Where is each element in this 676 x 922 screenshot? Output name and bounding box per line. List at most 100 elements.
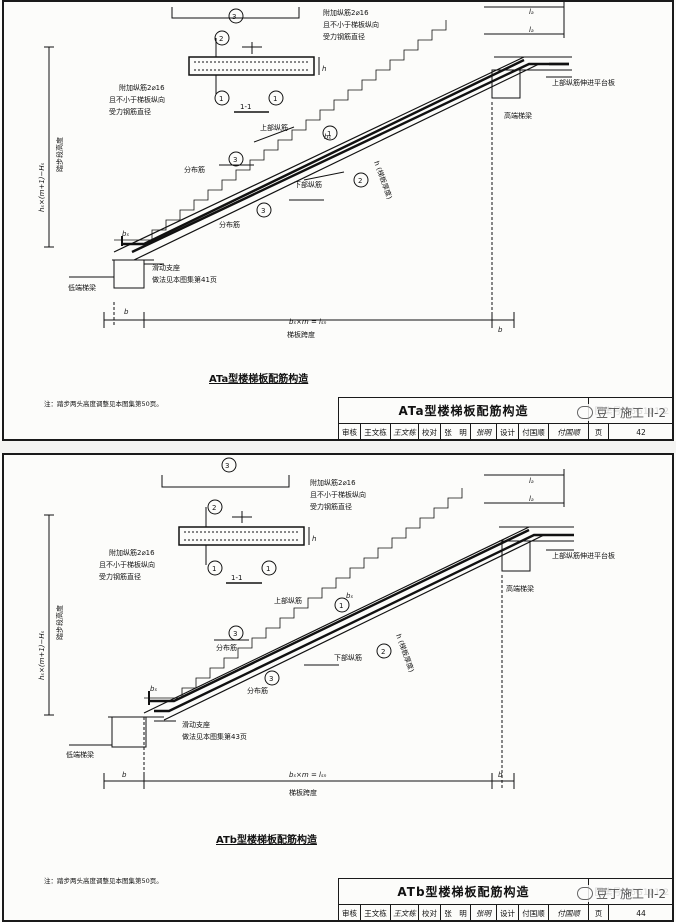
page-number: 42 <box>636 427 646 437</box>
watermark-suffix: II-2 <box>646 405 666 420</box>
mark-2a: 2 <box>219 35 223 43</box>
bar-3-outline <box>171 7 300 19</box>
thickness-label: h (梯板厚度) <box>372 160 394 201</box>
low-beam-label: 低端梯梁 <box>68 283 96 292</box>
support-note: 做法见本图集第41页 <box>152 275 217 284</box>
design-name: 付国顺 <box>519 424 549 439</box>
dim-h-section-b: h <box>312 535 316 543</box>
span-label: 梯板跨度 <box>287 330 315 339</box>
height-label-b: 踏步段高度 <box>55 605 64 640</box>
dist-bar-label-2-b: 分布筋 <box>247 686 268 695</box>
add-bar-label-4: 附加纵筋2⌀16 <box>119 83 165 92</box>
dim-la2: lₐ <box>529 26 534 34</box>
add-bar-label-4-b: 附加纵筋2⌀16 <box>109 548 155 557</box>
section-slab-b <box>178 526 305 546</box>
wechat-icon-b <box>576 887 593 900</box>
design-label-b: 设计 <box>497 905 519 920</box>
dim-bs-mid-b: bₛ <box>346 592 353 600</box>
sliding-label-b: 滑动支座 <box>182 720 210 729</box>
mark-3a: 3 <box>232 13 236 21</box>
add-bar-label-5-b: 且不小于梯板纵向 <box>99 560 155 569</box>
check-label: 校对 <box>419 424 441 439</box>
mark-1b-b: 1 <box>266 565 270 573</box>
stair-rebar-drawing-b: 3 2 1 1 3 1 3 2 附加纵筋2⌀16 且不小于梯板纵向 受力钢筋直径… <box>38 457 615 797</box>
page-label: 页 <box>589 424 609 439</box>
figure-note-b: 注：踏步两头高度调整见本图集第50页。 <box>44 877 163 885</box>
dim-la1-b: lₐ <box>529 477 534 485</box>
sheet-gap <box>0 441 676 453</box>
watermark: 豆丁施工 II-2 <box>574 404 668 421</box>
mark-2b: 2 <box>358 177 362 185</box>
stair-rebar-drawing: 3 2 1 1 3 1 3 2 附加纵筋2⌀16 且不小于梯板纵向 受力钢筋直径… <box>38 2 615 339</box>
section-label-b: 1-1 <box>231 574 242 582</box>
upper-rebar <box>131 62 569 254</box>
low-beam-b <box>111 716 147 748</box>
upper-bar-label-b: 上部纵筋 <box>274 596 302 605</box>
mark-1c: 1 <box>327 130 331 138</box>
high-beam-label: 高端梯梁 <box>504 111 532 120</box>
dim-la2-b: lₐ <box>529 495 534 503</box>
thickness-label-b: h (梯板厚度) <box>394 633 416 674</box>
dim-la1: lₐ <box>529 8 534 16</box>
title-block-signatures-b: 审核 王文栋 王文栋 校对 张 明 张明 设计 付国顺 付国顺 页 44 <box>339 905 672 920</box>
mark-1a: 1 <box>219 95 223 103</box>
bar-3-outline-b <box>161 475 290 488</box>
review-label: 审核 <box>339 424 361 439</box>
low-beam-label-b: 低端梯梁 <box>66 750 94 759</box>
add-bar-label-1-b: 附加纵筋2⌀16 <box>310 478 356 487</box>
mark-2a-b: 2 <box>212 504 216 512</box>
watermark-b: 豆丁施工 II-2 <box>574 885 668 902</box>
add-bar-label-2-b: 且不小于梯板纵向 <box>310 490 366 499</box>
lower-bar-label: 下部纵筋 <box>294 180 322 189</box>
add-bar-label-6: 受力钢筋直径 <box>109 107 151 116</box>
add-bar-label-1: 附加纵筋2⌀16 <box>323 8 369 17</box>
add-bar-label-5: 且不小于梯板纵向 <box>109 95 165 104</box>
low-beam <box>113 259 145 289</box>
mark-3b-b: 3 <box>233 630 237 638</box>
review-label-b: 审核 <box>339 905 361 920</box>
add-bar-label-6-b: 受力钢筋直径 <box>99 572 141 581</box>
mark-3c-b: 3 <box>269 675 273 683</box>
add-bar-label-2: 且不小于梯板纵向 <box>323 20 379 29</box>
high-beam-label-b: 高端梯梁 <box>506 584 534 593</box>
check-signature: 张明 <box>471 424 497 439</box>
wechat-icon <box>576 406 593 419</box>
dist-bar-label-2: 分布筋 <box>219 220 240 229</box>
sliding-label: 滑动支座 <box>152 263 180 272</box>
upper-into-label-b: 上部纵筋伸进平台板 <box>552 551 615 560</box>
design-signature: 付国顺 <box>549 424 589 439</box>
title-block-title-b: ATb型楼梯板配筋构造 <box>339 879 589 905</box>
figure-caption-b: ATb型楼梯板配筋构造 <box>216 835 317 846</box>
review-name-b: 王文栋 <box>361 905 391 920</box>
figure-note: 注：踏步两头高度调整见本图集第50页。 <box>44 400 163 408</box>
height-label: 踏步段高度 <box>55 137 64 172</box>
check-name-b: 张 明 <box>441 905 471 920</box>
title-block-signatures: 审核 王文栋 王文栋 校对 张 明 张明 设计 付国顺 付国顺 页 42 <box>339 424 672 439</box>
mark-1b: 1 <box>273 95 277 103</box>
height-formula-b: hₛ×(m+1)−Hₛ <box>38 630 46 680</box>
dim-bs-low: bₛ <box>122 230 129 238</box>
upper-bar-label: 上部纵筋 <box>260 123 288 132</box>
review-signature-b: 王文栋 <box>391 905 419 920</box>
stair-steps <box>114 20 447 241</box>
check-label-b: 校对 <box>419 905 441 920</box>
add-bar-label-3: 受力钢筋直径 <box>323 32 365 41</box>
mark-1c-b: 1 <box>339 602 343 610</box>
lower-bar-label-b: 下部纵筋 <box>334 653 362 662</box>
span-label-b: 梯板跨度 <box>289 788 317 797</box>
review-name: 王文栋 <box>361 424 391 439</box>
figure-caption: ATa型楼梯板配筋构造 <box>209 374 309 385</box>
drawing-sheet-top: 3 2 1 1 3 1 3 2 附加纵筋2⌀16 且不小于梯板纵向 受力钢筋直径… <box>2 0 674 441</box>
dim-h-section: h <box>322 65 326 73</box>
section-slab <box>188 56 315 76</box>
high-beam-b <box>501 540 531 572</box>
design-name-b: 付国顺 <box>519 905 549 920</box>
high-beam <box>491 69 521 99</box>
watermark-text: 豆丁施工 <box>595 406 644 420</box>
upper-into-label: 上部纵筋伸进平台板 <box>552 78 615 87</box>
check-name: 张 明 <box>441 424 471 439</box>
dist-bar-label-1-b: 分布筋 <box>216 643 237 652</box>
title-block-title: ATa型楼梯板配筋构造 <box>339 398 589 424</box>
mark-3c: 3 <box>261 207 265 215</box>
review-signature: 王文栋 <box>391 424 419 439</box>
